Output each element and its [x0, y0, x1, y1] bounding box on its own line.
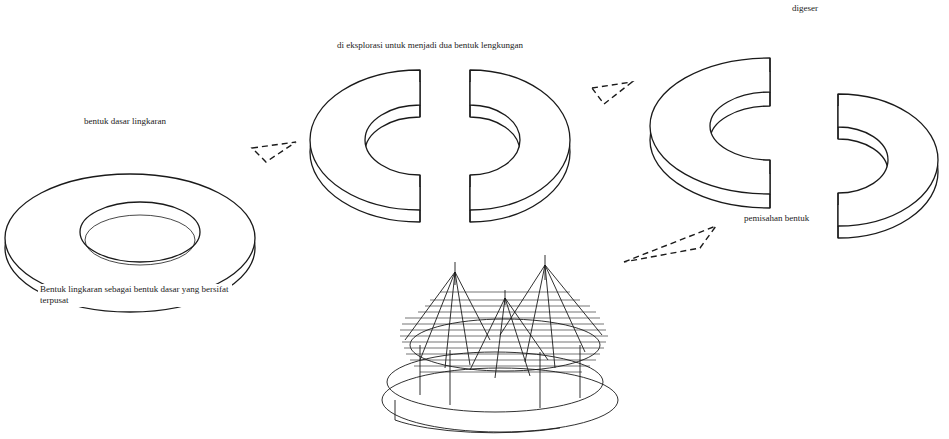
arc-edges [419, 70, 420, 222]
dashed-arrow [252, 142, 296, 162]
column-lines [420, 345, 580, 408]
arc-pieces [310, 58, 938, 238]
roof-lines [405, 255, 602, 378]
sketch-note: digeser [790, 3, 820, 14]
building-sketch [382, 255, 618, 433]
arc-piece [470, 70, 570, 210]
ring-outer [5, 174, 255, 302]
arc-edges [469, 70, 470, 222]
ring-inner-wall [85, 215, 195, 265]
dashed-arrow [624, 226, 716, 262]
sketch-note: pemisahan bentuk [742, 213, 811, 224]
arc-piece [310, 70, 420, 210]
sketch-note: bentuk dasar lingkaran [82, 116, 168, 127]
dashed-arrow [592, 82, 632, 104]
sketch-note: di eksplorasi untuk menjadi dua bentuk l… [335, 40, 525, 51]
arc-piece [838, 94, 938, 226]
ring-inner [80, 202, 200, 262]
arc-edges [837, 94, 838, 238]
sketch-note: Bentuk lingkaran sebagai bentuk dasar ya… [38, 284, 232, 307]
building-base [395, 400, 560, 433]
building-base [387, 352, 603, 412]
arc-piece [650, 58, 770, 194]
ring-shape [5, 174, 255, 312]
hatch-lines [400, 292, 608, 372]
arc-edges [769, 58, 770, 208]
